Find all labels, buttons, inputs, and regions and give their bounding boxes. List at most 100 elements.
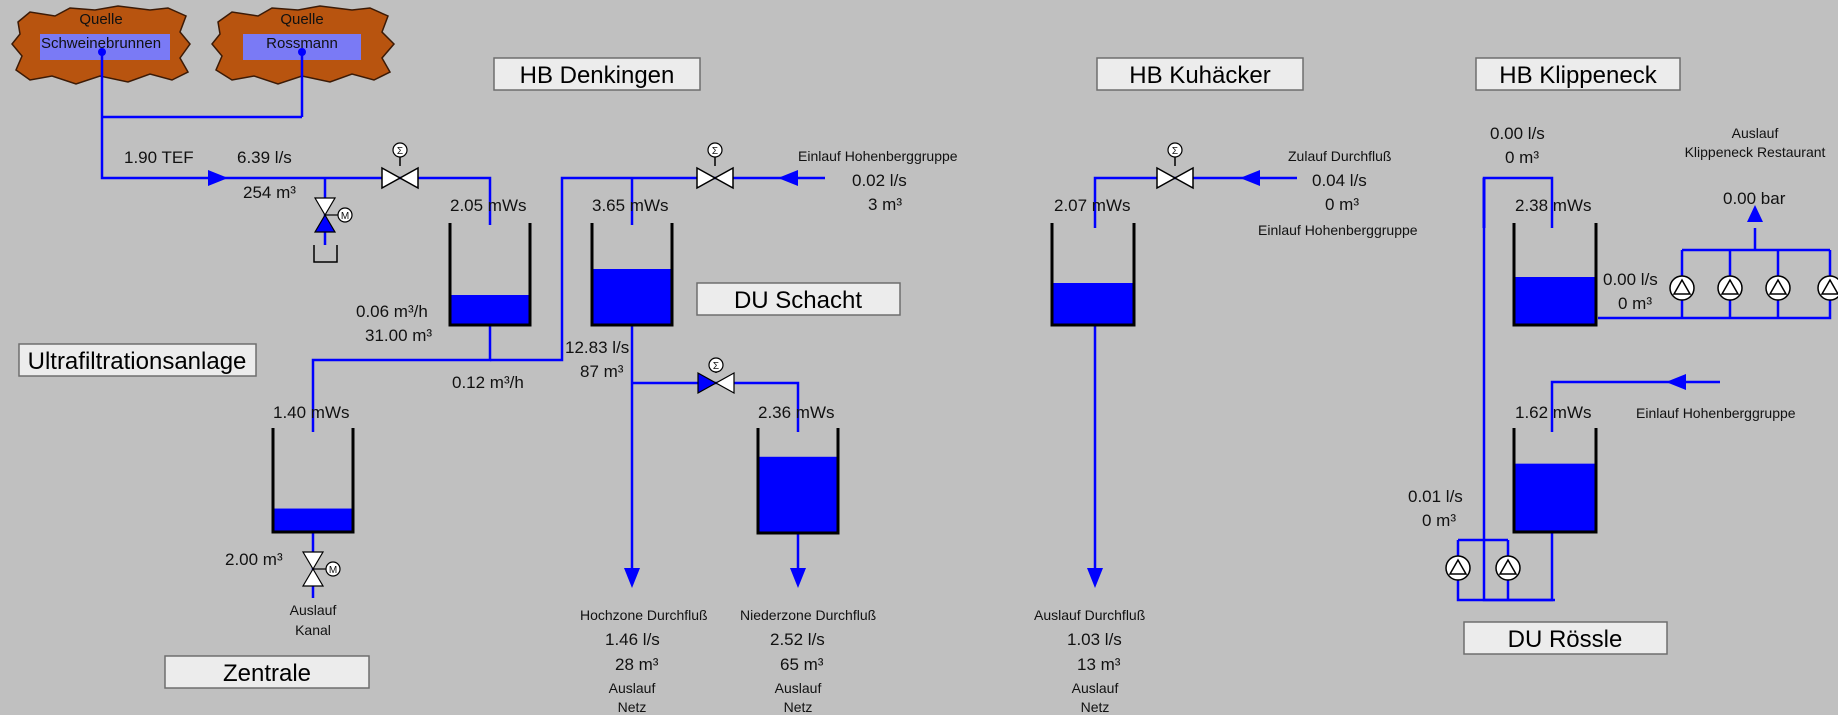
- volume-value: 31.00 m³: [365, 326, 432, 345]
- source-name: Schweinebrunnen: [41, 35, 161, 52]
- flow-value: 0.00 l/s: [1603, 270, 1658, 289]
- motor-valve-drain[interactable]: M: [313, 197, 353, 233]
- tank-fill: [273, 508, 353, 532]
- tank-kuhaecker[interactable]: [1050, 223, 1136, 327]
- volume-value: 3 m³: [868, 195, 902, 214]
- volume-value: 254 m³: [243, 183, 296, 202]
- tank-level: 3.65 mWs: [592, 196, 669, 215]
- pressure-value: 0.00 bar: [1723, 189, 1786, 208]
- du-schacht-button[interactable]: DU Schacht: [696, 282, 901, 316]
- tank-level: 1.62 mWs: [1515, 403, 1592, 422]
- valve-niederzone[interactable]: Σ: [697, 357, 735, 395]
- outlet-label: Kanal: [295, 622, 331, 638]
- flow-value: 0.12 m³/h: [452, 373, 524, 392]
- volume-value: 0 m³: [1325, 195, 1359, 214]
- button-label: Zentrale: [223, 660, 311, 687]
- outlet-label: Klippeneck Restaurant: [1685, 144, 1826, 160]
- outlet-label: Auslauf: [775, 680, 822, 696]
- value-labels: 1.90 TEF 6.39 l/s 254 m³ 2.05 mWs 3.65 m…: [124, 124, 1786, 674]
- volume-value: 2.00 m³: [225, 550, 283, 569]
- tank-level: 2.07 mWs: [1054, 196, 1131, 215]
- valve-einlauf-denkingen[interactable]: Σ: [696, 142, 734, 189]
- outlet-label: Netz: [618, 699, 647, 715]
- svg-text:Σ: Σ: [397, 146, 403, 157]
- flow-value: 0.01 l/s: [1408, 487, 1463, 506]
- tank-denkingen-b[interactable]: [590, 223, 674, 327]
- hb-denkingen-button[interactable]: HB Denkingen: [493, 57, 701, 91]
- outlet-label: Auslauf: [1732, 125, 1779, 141]
- small-labels: Auslauf Kanal Einlauf Hohenberggruppe Au…: [290, 125, 1826, 715]
- tank-level: 2.05 mWs: [450, 196, 527, 215]
- du-roessle-button[interactable]: DU Rössle: [1463, 621, 1668, 655]
- flow-value: 2.52 l/s: [770, 630, 825, 649]
- tank-roessle[interactable]: [1512, 428, 1598, 534]
- volume-value: 0 m³: [1422, 511, 1456, 530]
- button-label: HB Denkingen: [520, 62, 675, 89]
- button-label: Ultrafiltrationsanlage: [28, 348, 247, 375]
- flow-value: 1.46 l/s: [605, 630, 660, 649]
- tank-fill: [1052, 283, 1134, 325]
- pipe-network: [100, 52, 1486, 598]
- volume-value: 87 m³: [580, 362, 624, 381]
- source-title: Quelle: [280, 11, 323, 28]
- flow-arrows: [208, 170, 1763, 588]
- outlet-label: Netz: [1081, 699, 1110, 715]
- button-label: DU Rössle: [1508, 626, 1623, 653]
- inlet-label: Zulauf Durchfluß: [1288, 148, 1391, 164]
- zentrale-button[interactable]: Zentrale: [164, 655, 370, 689]
- hb-klippeneck-button[interactable]: HB Klippeneck: [1475, 57, 1681, 91]
- flow-value: 0.06 m³/h: [356, 302, 428, 321]
- tank-zentrale[interactable]: [271, 428, 355, 534]
- outlet-label: Netz: [784, 699, 813, 715]
- valve-main[interactable]: Σ: [381, 142, 419, 189]
- valve-kuhaecker[interactable]: Σ: [1156, 142, 1194, 189]
- svg-text:Σ: Σ: [712, 146, 718, 157]
- pipe-roessle-pumps: [1456, 538, 1555, 602]
- outlet-label: Auslauf Durchfluß: [1034, 607, 1145, 623]
- flow-value: 12.83 l/s: [565, 338, 629, 357]
- pipe-roessle-in: [1550, 380, 1720, 432]
- hb-kuhaecker-button[interactable]: HB Kuhäcker: [1096, 57, 1304, 91]
- volume-value: 13 m³: [1077, 655, 1121, 674]
- svg-text:M: M: [329, 565, 337, 576]
- volume-value: 65 m³: [780, 655, 824, 674]
- tank-klippeneck[interactable]: [1512, 223, 1598, 327]
- flow-value: 0.04 l/s: [1312, 171, 1367, 190]
- inlet-label: Einlauf Hohenberggruppe: [1258, 222, 1418, 238]
- button-label: HB Klippeneck: [1499, 62, 1657, 89]
- outlet-label: Niederzone Durchfluß: [740, 607, 876, 623]
- source-title: Quelle: [79, 11, 122, 28]
- ultrafiltration-button[interactable]: Ultrafiltrationsanlage: [18, 343, 257, 377]
- pump-group-klippeneck[interactable]: [1669, 275, 1838, 301]
- svg-text:Σ: Σ: [1172, 146, 1178, 157]
- svg-text:M: M: [341, 211, 349, 222]
- motor-valve-zentrale[interactable]: M: [301, 551, 341, 587]
- inlet-label: Einlauf Hohenberggruppe: [1636, 405, 1796, 421]
- pipe-klippeneck-roessle: [1482, 176, 1554, 602]
- tank-level: 1.40 mWs: [273, 403, 350, 422]
- flow-value: 0.02 l/s: [852, 171, 907, 190]
- flow-value: 6.39 l/s: [237, 148, 292, 167]
- flow-value: 0.00 l/s: [1490, 124, 1545, 143]
- button-label: DU Schacht: [734, 287, 862, 314]
- tank-fill: [1514, 463, 1596, 532]
- volume-value: 28 m³: [615, 655, 659, 674]
- source-name: Rossmann: [266, 35, 338, 52]
- volume-value: 0 m³: [1618, 294, 1652, 313]
- tank-fill: [592, 269, 672, 325]
- tank-fill: [758, 456, 838, 533]
- inlet-label: Einlauf Hohenberggruppe: [798, 148, 958, 164]
- outlet-label: Hochzone Durchfluß: [580, 607, 708, 623]
- tef-value: 1.90 TEF: [124, 148, 194, 167]
- flow-value: 1.03 l/s: [1067, 630, 1122, 649]
- tank-fill: [1514, 277, 1596, 325]
- outlet-label: Auslauf: [1072, 680, 1119, 696]
- tank-denkingen-a[interactable]: [448, 223, 532, 327]
- svg-text:Σ: Σ: [713, 361, 719, 372]
- tank-level: 2.38 mWs: [1515, 196, 1592, 215]
- button-label: HB Kuhäcker: [1129, 62, 1270, 89]
- tank-niederzone[interactable]: [756, 428, 840, 535]
- source-schweinebrunnen[interactable]: Quelle Schweinebrunnen: [11, 5, 191, 85]
- tank-level: 2.36 mWs: [758, 403, 835, 422]
- volume-value: 0 m³: [1505, 148, 1539, 167]
